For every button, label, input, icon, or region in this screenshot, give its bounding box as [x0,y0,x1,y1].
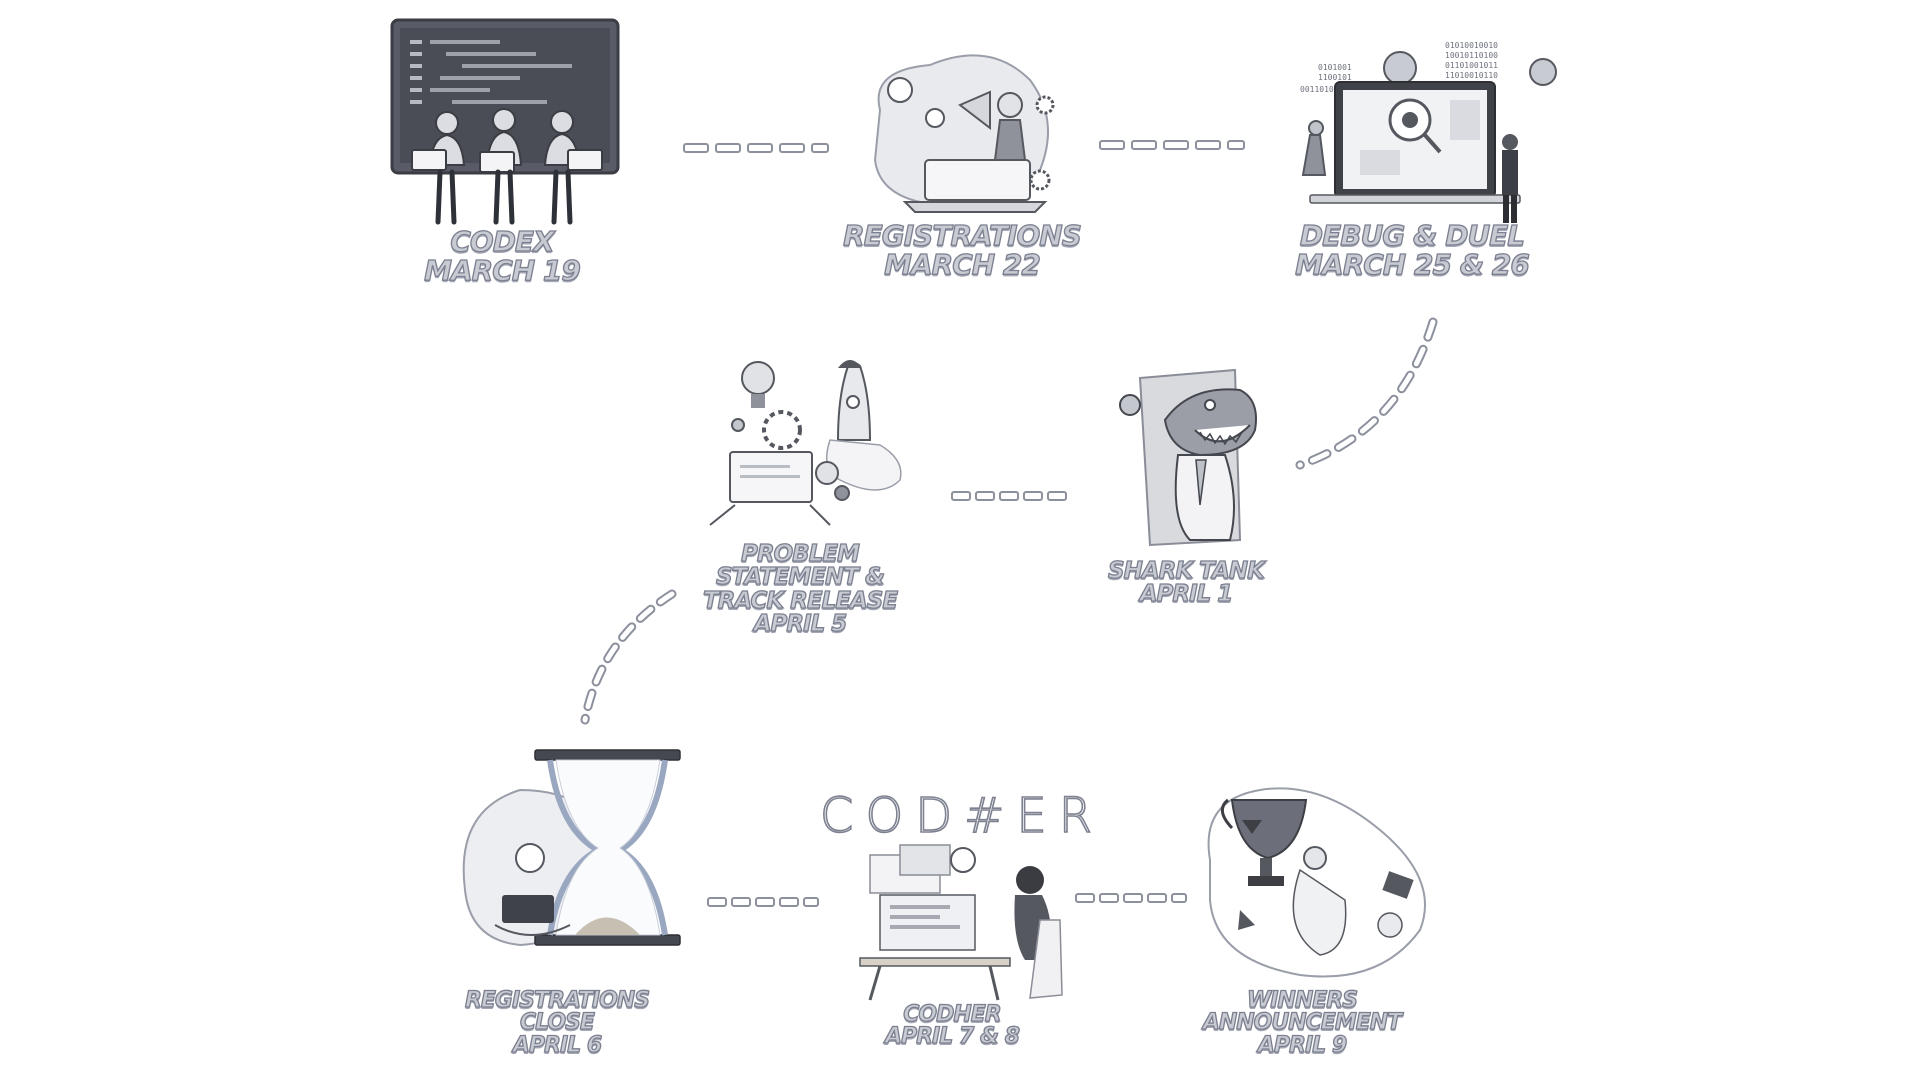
event-title: REGISTRATIONS [464,988,650,1013]
svg-text:10010110100: 10010110100 [1445,51,1498,60]
codher-logo: COD#ER [819,787,1105,845]
connector-shark-problem [951,491,1067,501]
event-title-2: CLOSE [519,1010,595,1036]
event-label-problem-statement: PROBLEM STATEMENT & TRACK RELEASE APRIL … [702,541,898,638]
hourglass-icon [462,749,681,947]
laptop-team-icon [390,18,620,225]
svg-text:11010010110: 11010010110 [1445,71,1498,80]
connector-debug-shark [1295,317,1438,470]
trophy-icon [1207,787,1426,978]
event-date: MARCH 25 & 26 [1295,247,1531,281]
event-date: APRIL 6 [512,1032,603,1058]
event-title-2: ANNOUNCEMENT [1202,1010,1403,1036]
event-label-winners: WINNERS ANNOUNCEMENT APRIL 9 [1202,988,1403,1058]
event-date: APRIL 5 [753,611,848,638]
svg-text:1100101: 1100101 [1318,73,1352,82]
event-date: APRIL 7 & 8 [884,1024,1020,1050]
event-title: DEBUG & DUEL [1299,219,1526,252]
desk-coder-icon [859,844,1063,1001]
shark-icon [1119,368,1257,547]
connector-registrations-debug [1099,140,1245,150]
event-label-registrations: REGISTRATIONS MARCH 22 [842,219,1082,281]
bug-monitor-icon: 0101001 1100101 0011010 01010010010 1001… [1300,41,1557,223]
event-date: APRIL 1 [1139,581,1234,608]
event-title: REGISTRATIONS [842,219,1082,252]
connector-codher-winners [1075,893,1187,903]
event-title: PROBLEM [740,541,860,567]
svg-text:0101001: 0101001 [1318,63,1352,72]
event-title-3: TRACK RELEASE [702,587,898,614]
rocket-idea-icon [709,360,902,526]
event-date: MARCH 19 [423,253,581,287]
event-label-codher: CODHER APRIL 7 & 8 [884,1002,1020,1050]
event-label-registrations-close: REGISTRATIONS CLOSE APRIL 6 [464,988,650,1058]
event-label-codex: CODEX MARCH 19 [423,225,581,287]
svg-text:0011010: 0011010 [1300,85,1334,94]
event-title: CODHER [903,1002,1003,1027]
connector-codex-registrations [683,143,829,153]
megaphone-laptop-icon [873,54,1055,213]
event-date: APRIL 9 [1257,1032,1348,1058]
svg-text:01010010010: 01010010010 [1445,41,1498,50]
event-title: WINNERS [1246,988,1358,1013]
connector-close-codher [707,897,819,907]
svg-text:01101001011: 01101001011 [1445,61,1498,70]
event-title: CODEX [450,225,556,258]
event-title: SHARK TANK [1107,558,1265,584]
connector-problem-close [580,589,677,725]
event-label-debug-duel: DEBUG & DUEL MARCH 25 & 26 [1295,219,1531,281]
event-label-shark-tank: SHARK TANK APRIL 1 [1107,558,1265,608]
event-date: MARCH 22 [883,247,1041,281]
event-title-2: STATEMENT & [715,564,885,591]
